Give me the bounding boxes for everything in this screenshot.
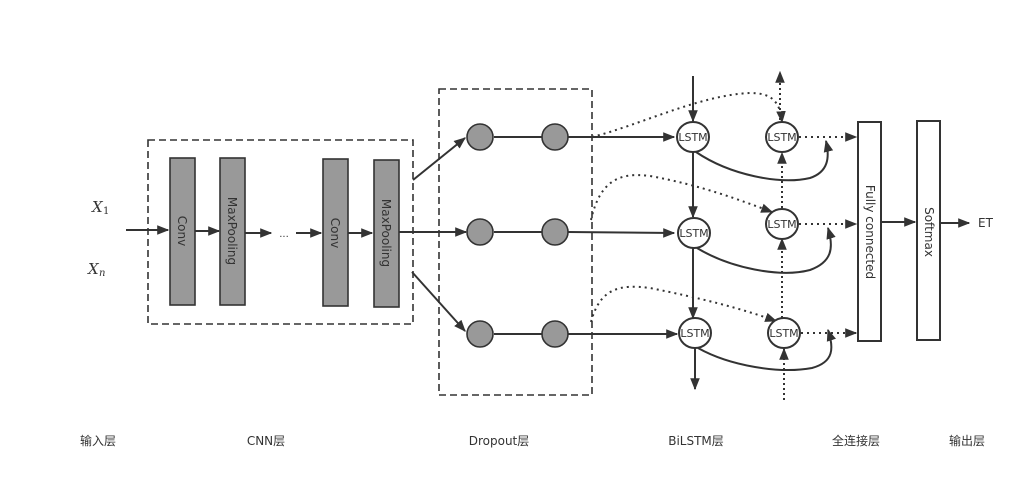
- svg-text:LSTM: LSTM: [680, 327, 709, 340]
- input-xn-label: X n: [87, 260, 105, 279]
- lstm-forward-3: LSTM: [678, 317, 712, 349]
- dropout-to-backward-lstm-3: [590, 285, 778, 323]
- softmax-layer: Softmax: [916, 120, 941, 341]
- cnn-ellipsis: ...: [279, 229, 289, 240]
- svg-text:LSTM: LSTM: [767, 131, 796, 144]
- cnn-block-conv-1: Conv: [169, 157, 196, 306]
- forward-to-fc-curve-2: [696, 226, 836, 274]
- svg-text:X: X: [87, 260, 100, 278]
- dropout-to-lstm-arrow-2: [567, 228, 676, 238]
- cnn-block-maxpooling-2: MaxPooling: [373, 159, 400, 308]
- cnn-block-conv-2: Conv: [322, 158, 349, 307]
- svg-text:Fully connected: Fully connected: [863, 185, 877, 279]
- dropout-node: [541, 320, 569, 348]
- lstm-backward-1: LSTM: [765, 121, 799, 153]
- layer-label-cnn: CNN层: [247, 434, 285, 448]
- svg-text:LSTM: LSTM: [679, 227, 708, 240]
- dropout-row-3: [466, 320, 569, 348]
- svg-text:MaxPooling: MaxPooling: [379, 199, 393, 267]
- layer-label-fc: 全连接层: [832, 433, 880, 448]
- dropout-row-1: [466, 123, 569, 151]
- svg-text:X: X: [91, 198, 104, 216]
- svg-text:LSTM: LSTM: [678, 131, 707, 144]
- forward-to-fc-curve-3: [697, 328, 836, 371]
- layer-label-output: 输出层: [949, 433, 985, 448]
- dropout-layer-box: [438, 88, 593, 396]
- layer-label-dropout: Dropout层: [469, 434, 530, 448]
- svg-text:Conv: Conv: [175, 216, 189, 246]
- svg-text:LSTM: LSTM: [769, 327, 798, 340]
- dropout-to-backward-lstm-1: [591, 91, 786, 138]
- lstm-forward-2: LSTM: [677, 217, 711, 249]
- svg-text:Softmax: Softmax: [922, 207, 936, 257]
- output-label: ET: [978, 216, 994, 230]
- input-x1-label: X 1: [91, 198, 109, 217]
- fully-connected-layer: Fully connected: [857, 121, 882, 342]
- dropout-node: [466, 320, 494, 348]
- dropout-node: [541, 123, 569, 151]
- lstm-forward-1: LSTM: [676, 121, 710, 153]
- lstm-backward-2: LSTM: [765, 208, 799, 240]
- svg-text:MaxPooling: MaxPooling: [225, 197, 239, 265]
- cnn-block-maxpooling-1: MaxPooling: [219, 157, 246, 306]
- svg-text:Conv: Conv: [328, 218, 342, 248]
- svg-text:LSTM: LSTM: [767, 218, 796, 231]
- svg-text:1: 1: [103, 206, 109, 217]
- svg-text:n: n: [99, 268, 105, 279]
- forward-to-fc-curve-1: [695, 139, 834, 182]
- dropout-node: [541, 218, 569, 246]
- dropout-to-backward-lstm-2: [590, 174, 774, 221]
- lstm-backward-3: LSTM: [767, 317, 801, 349]
- dropout-node: [466, 218, 494, 246]
- layer-label-input: 输入层: [80, 433, 116, 448]
- layer-label-bilstm: BiLSTM层: [668, 434, 724, 448]
- dropout-node: [466, 123, 494, 151]
- dropout-row-2: [466, 218, 569, 246]
